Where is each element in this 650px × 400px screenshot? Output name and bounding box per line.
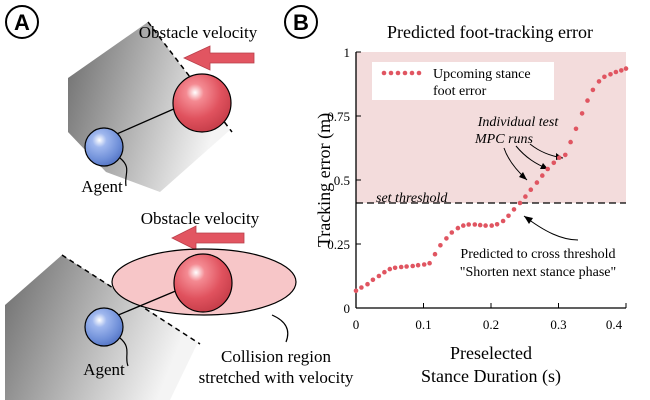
data-point [528, 187, 534, 192]
runs-annotation-line1: Individual test [477, 115, 560, 130]
y-tick-label: 0.25 [327, 237, 350, 252]
agent-ball-top [84, 127, 124, 167]
velocity-arrow-bottom [171, 225, 245, 251]
data-point [392, 265, 398, 271]
data-point [596, 79, 602, 84]
legend-line2: foot error [433, 84, 487, 99]
x-tick-label: 0.1 [415, 317, 431, 332]
panel-a: A Obstacle velocity Agent Obstacle veloc… [5, 5, 354, 400]
y-tick-label: 0 [344, 301, 351, 316]
data-point [523, 194, 528, 199]
legend-line1: Upcoming stance [433, 67, 531, 82]
data-point [472, 222, 478, 227]
data-point [506, 213, 511, 219]
legend-marker [381, 70, 422, 76]
cross-arrowhead [524, 216, 533, 224]
data-point [365, 281, 370, 287]
agent-ball-bottom [84, 307, 124, 347]
data-point [585, 98, 590, 103]
data-point [613, 69, 619, 75]
data-point [563, 152, 568, 158]
data-point [398, 264, 404, 270]
data-point [500, 218, 506, 224]
data-point [415, 262, 421, 268]
data-point [556, 155, 562, 160]
data-point [489, 223, 495, 228]
data-point [353, 288, 359, 294]
panel-b-label-circle [284, 5, 318, 39]
data-point [432, 251, 438, 257]
cross-annotation-line1: Predicted to cross threshold [460, 247, 615, 262]
panel-a-label: A [14, 10, 30, 35]
data-point [370, 277, 376, 283]
data-point [540, 173, 545, 178]
data-point [449, 230, 455, 235]
collision-label-line2: stretched with velocity [199, 368, 354, 387]
data-point [511, 207, 517, 212]
panel-b-label: B [293, 10, 309, 35]
data-point [579, 111, 585, 116]
velocity-arrow-top [183, 45, 255, 71]
data-point [483, 223, 488, 228]
agent-pointer-bottom [119, 337, 129, 367]
data-point [421, 262, 427, 267]
cross-annotation-line2: "Shorten next stance phase" [460, 265, 616, 280]
threshold-label: set threshold [376, 191, 448, 206]
x-tick-label: 0.3 [550, 317, 566, 332]
data-point [568, 139, 573, 145]
data-point [602, 74, 607, 80]
data-point [410, 263, 416, 269]
data-point [427, 260, 432, 266]
obstacle-velocity-top: Obstacle velocity [139, 23, 258, 42]
agent-pointer-top [119, 157, 128, 187]
data-point [494, 222, 500, 227]
data-point [382, 269, 387, 275]
y-tick-label: 1 [344, 45, 351, 60]
y-tick-label: 0.75 [327, 109, 350, 124]
agent-label-top: Agent [81, 177, 123, 196]
data-point [517, 200, 523, 206]
data-point [551, 160, 557, 166]
data-point [404, 264, 409, 269]
legend-box [372, 62, 554, 100]
x-tick-label: 0.2 [483, 317, 499, 332]
collision-label-line1: Collision region [221, 347, 332, 366]
data-point [455, 225, 461, 231]
data-point [387, 266, 393, 272]
data-point [466, 222, 472, 227]
runs-annotation-line2: MPC runs [474, 132, 534, 147]
x-tick-label: 0.4 [606, 317, 623, 332]
data-point [534, 180, 540, 185]
runs-arrowhead-1 [519, 172, 527, 180]
x-axis-label-line2: Stance Duration (s) [421, 366, 561, 387]
collision-pointer [271, 314, 289, 343]
obstacle-ball-top [172, 73, 232, 133]
panel-a-label-circle [5, 5, 39, 39]
chart-title: Predicted foot-tracking error [387, 22, 593, 42]
obstacle-ball-bottom [173, 253, 233, 313]
data-point [573, 126, 579, 132]
data-point [477, 222, 483, 228]
panel-b: B Predicted foot-tracking error 0 0.25 0… [284, 5, 629, 387]
data-point [623, 66, 629, 71]
x-tick-label: 0 [353, 317, 360, 332]
y-axis-label: Tracking error (m) [314, 113, 335, 247]
data-point [590, 87, 596, 93]
data-point [376, 273, 382, 279]
y-tick-label: 0.5 [334, 173, 350, 188]
obstacle-velocity-bottom: Obstacle velocity [141, 209, 260, 228]
data-point [545, 166, 550, 172]
data-point [619, 68, 624, 73]
data-point [461, 223, 466, 228]
x-axis-label-line1: Preselected [450, 343, 532, 363]
cross-arrow [523, 215, 579, 241]
data-point [444, 236, 449, 241]
data-point [359, 285, 364, 290]
data-points [353, 66, 629, 294]
data-point [438, 243, 443, 248]
data-point [608, 72, 613, 77]
agent-label-bottom: Agent [83, 360, 125, 379]
